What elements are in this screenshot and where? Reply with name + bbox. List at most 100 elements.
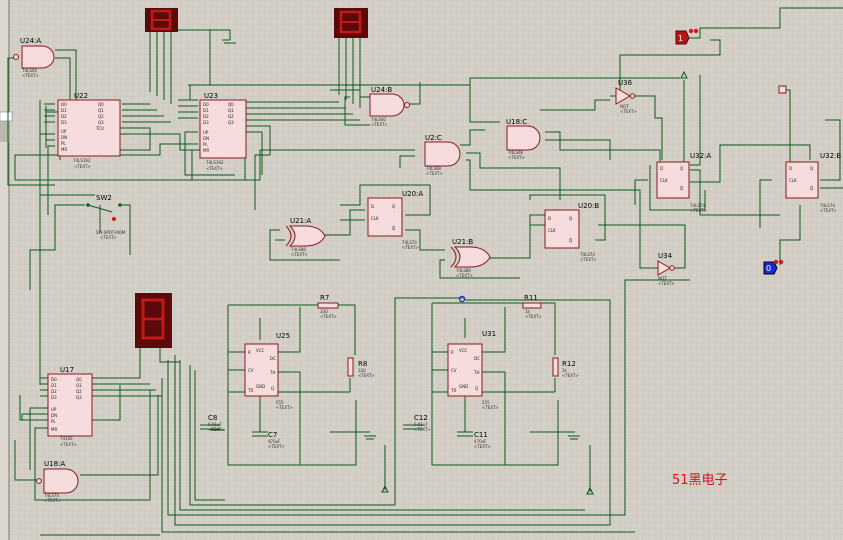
- svg-text:DN: DN: [61, 135, 67, 140]
- svg-text:Q1: Q1: [76, 383, 82, 388]
- svg-text:CLK: CLK: [660, 178, 668, 183]
- u22-ref: U22: [74, 92, 88, 100]
- gate-u24b[interactable]: U24:B 74LS00 <TEXT>: [369, 86, 410, 127]
- svg-text:Q̄: Q̄: [810, 186, 813, 191]
- capacitor-c11[interactable]: C11 470uF <TEXT>: [457, 431, 491, 449]
- svg-text:Q: Q: [271, 386, 274, 391]
- svg-text:<TEXT>: <TEXT>: [658, 281, 675, 286]
- gate-u2c[interactable]: U2:C 74LS08 <TEXT>: [424, 134, 461, 176]
- svg-text:C12: C12: [414, 414, 428, 422]
- svg-text:Q0: Q0: [98, 102, 104, 107]
- timer-u25[interactable]: U25 VCC DC TH TR CV GND Q R 555 <TEXT>: [244, 332, 293, 410]
- svg-text:Q0: Q0: [228, 102, 234, 107]
- svg-text:TR: TR: [247, 388, 253, 393]
- svg-text:UP: UP: [51, 407, 57, 412]
- u20b-ref: U20:B: [578, 202, 599, 210]
- svg-text:<TEXT>: <TEXT>: [371, 122, 388, 127]
- u18c-part: 74LS08: [508, 150, 523, 155]
- resistor-r8[interactable]: R8 330 <TEXT>: [347, 357, 375, 378]
- flipflop-u20a[interactable]: U20:A D CLK Q Q̄ 74LS74 <TEXT>: [367, 190, 423, 250]
- u21a-ref: U21:A: [290, 217, 311, 225]
- flipflop-u20b[interactable]: U20:B D CLK Q Q̄ 74LS74 <TEXT>: [544, 202, 599, 262]
- svg-text:D3: D3: [203, 120, 209, 125]
- u32a-part: 74LS74: [690, 203, 705, 208]
- svg-text:<TEXT>: <TEXT>: [580, 257, 597, 262]
- capacitor-c8[interactable]: C8 0.01uF <TEXT>: [200, 414, 225, 432]
- svg-text:GND: GND: [459, 384, 468, 389]
- gate-u21a[interactable]: U21:A 74LS86 <TEXT>: [285, 217, 326, 257]
- svg-text:CLK: CLK: [548, 228, 556, 233]
- probe-marker[interactable]: [458, 295, 466, 303]
- left-panel-edge: [0, 0, 9, 540]
- svg-text:Q3: Q3: [98, 120, 104, 125]
- flipflop-u32b[interactable]: U32:B D CLK Q Q̄ 74LS74 <TEXT>: [785, 152, 841, 213]
- gate-u24a[interactable]: U24:A 74LS00 <TEXT>: [13, 37, 55, 78]
- svg-text:Q̄: Q̄: [680, 186, 683, 191]
- u34-ref: U34: [658, 252, 673, 260]
- svg-text:<TEXT>: <TEXT>: [208, 427, 225, 432]
- svg-text:D1: D1: [203, 108, 209, 113]
- capacitor-c12[interactable]: C12 0.01uF <TEXT>: [403, 414, 431, 432]
- u31-ref: U31: [482, 330, 496, 338]
- svg-text:CV: CV: [248, 368, 254, 373]
- probe-terminal[interactable]: [778, 85, 787, 94]
- u36-part: NOT: [620, 104, 629, 109]
- svg-text:<TEXT>: <TEXT>: [402, 245, 419, 250]
- u31-part: 555: [482, 400, 490, 405]
- flipflop-u32a[interactable]: U32:A D CLK Q Q̄ 74LS74 <TEXT>: [656, 152, 711, 213]
- svg-text:<TEXT>: <TEXT>: [474, 444, 491, 449]
- gate-u36[interactable]: U36 NOT <TEXT>: [615, 79, 637, 114]
- svg-text:<TEXT>: <TEXT>: [320, 314, 337, 319]
- svg-text:C11: C11: [474, 431, 488, 439]
- u17-part: 74192: [60, 436, 73, 441]
- svg-text:Q̄: Q̄: [392, 226, 395, 231]
- svg-text:MR: MR: [61, 147, 67, 152]
- gate-u34[interactable]: U34 NOT <TEXT>: [657, 252, 675, 286]
- counter-u22[interactable]: U22 D0 D1 D2 D3 UP DN PL MR Q0 Q1 Q2 Q3 …: [57, 92, 121, 169]
- svg-text:<TEXT>: <TEXT>: [206, 166, 223, 171]
- logic-low-terminal[interactable]: 0: [763, 259, 784, 275]
- svg-text:<TEXT>: <TEXT>: [74, 164, 91, 169]
- svg-text:D1: D1: [51, 383, 57, 388]
- left-scroll-thumb[interactable]: [0, 112, 9, 142]
- gate-u21b[interactable]: U21:B 74LS86 <TEXT>: [450, 238, 491, 278]
- svg-text:<TEXT>: <TEXT>: [562, 373, 579, 378]
- u24a-ref: U24:A: [20, 37, 41, 45]
- svg-text:<TEXT>: <TEXT>: [690, 208, 707, 213]
- u32a-ref: U32:A: [690, 152, 711, 160]
- svg-text:DC: DC: [474, 356, 480, 361]
- counter-u23[interactable]: U23 D0 D1 D2 D3 UP DN PL MR Q0 Q1 Q2 Q3 …: [199, 92, 247, 171]
- svg-text:R11: R11: [524, 294, 538, 302]
- u18c-ref: U18:C: [506, 118, 527, 126]
- u2c-part: 74LS08: [426, 166, 441, 171]
- svg-text:<TEXT>: <TEXT>: [820, 208, 837, 213]
- power-arrows: [381, 70, 688, 495]
- sw2-part: SW-SPDT-MOM: [96, 230, 126, 235]
- svg-text:UP: UP: [203, 130, 209, 135]
- svg-text:DN: DN: [51, 413, 57, 418]
- svg-text:<TEXT>: <TEXT>: [508, 155, 525, 160]
- svg-text:R12: R12: [562, 360, 576, 368]
- left-scroll-button[interactable]: [0, 111, 13, 122]
- sw2-ref: SW2: [96, 194, 112, 202]
- svg-text:Q1: Q1: [228, 108, 234, 113]
- counter-u17[interactable]: U17 D0 D1 D2 D3 UP DN PL MR Q0 Q1 Q2 Q3 …: [47, 366, 93, 447]
- logic-high-terminal[interactable]: 1: [675, 28, 699, 45]
- switch-sw2[interactable]: SW2 SW-SPDT-MOM <TEXT>: [86, 194, 126, 240]
- svg-text:D3: D3: [61, 120, 67, 125]
- svg-text:<TEXT>: <TEXT>: [291, 252, 308, 257]
- svg-text:Q2: Q2: [98, 114, 104, 119]
- capacitor-c7[interactable]: C7 470uF <TEXT>: [252, 431, 285, 449]
- gate-u18a[interactable]: U18:A 74LS74 <TEXT>: [36, 460, 79, 503]
- watermark-text: 51黑电子: [672, 473, 728, 488]
- svg-text:330: 330: [320, 309, 328, 314]
- resistor-r12[interactable]: R12 1k <TEXT>: [552, 357, 579, 378]
- svg-text:470uF: 470uF: [268, 439, 281, 444]
- resistor-r11[interactable]: R11 1k <TEXT>: [522, 294, 542, 319]
- timer-u31[interactable]: U31 VCC DC TH TR CV GND Q R 555 <TEXT>: [447, 330, 499, 410]
- gate-u18c[interactable]: U18:C 74LS08 <TEXT>: [506, 118, 541, 160]
- resistor-r7[interactable]: R7 330 <TEXT>: [317, 294, 339, 319]
- svg-text:<TEXT>: <TEXT>: [456, 273, 473, 278]
- svg-text:1: 1: [678, 34, 683, 43]
